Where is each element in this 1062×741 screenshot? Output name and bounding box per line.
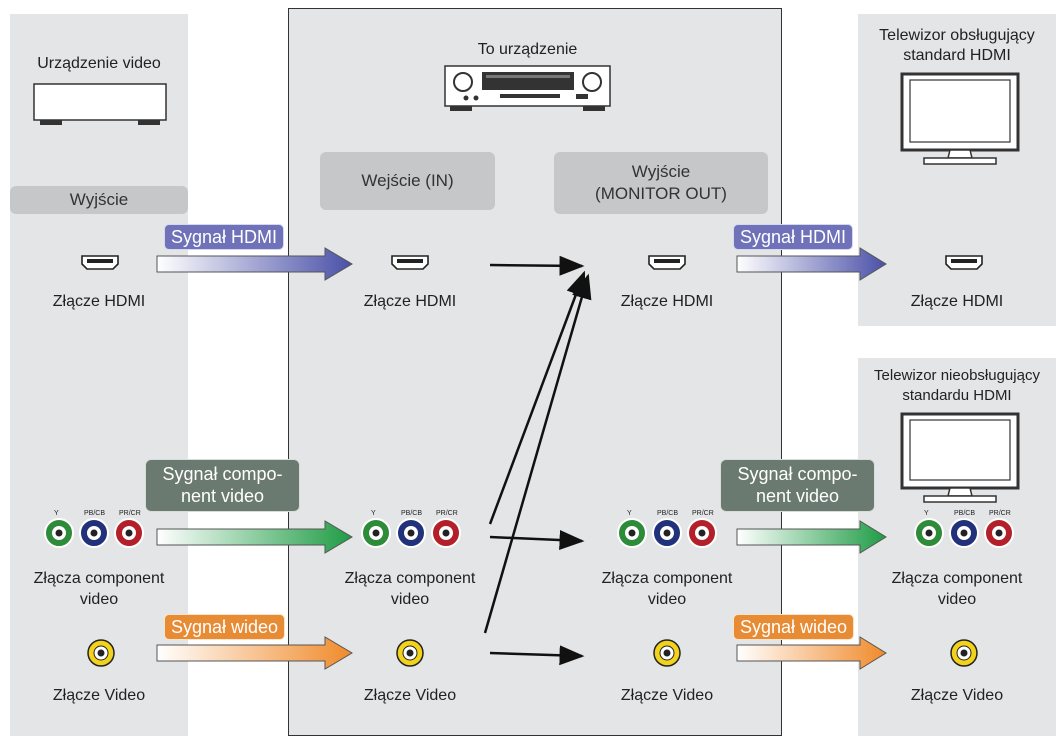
non-hdmi-tv-title-1: Telewizor nieobsługujący xyxy=(874,367,1040,384)
hdmi-arrow-source xyxy=(156,247,353,281)
non-hdmi-tv-icon xyxy=(900,412,1020,503)
receiver-out-video-label: Złącze Video xyxy=(620,687,714,704)
component-signal-line-1: Sygnał compo- xyxy=(737,464,858,484)
receiver-in-component-jacks-icon xyxy=(361,518,461,548)
source-video-label: Złącze Video xyxy=(52,687,146,704)
receiver-input-label: Wejście (IN) xyxy=(361,171,454,190)
receiver-in-component-label-1: Złącza component xyxy=(344,570,476,587)
receiver-in-hdmi-connector-icon xyxy=(391,255,429,270)
video-arrow-output xyxy=(736,636,887,670)
tv-hdmi-label: Złącze HDMI xyxy=(910,293,1004,310)
receiver-out-component-label-1: Złącza component xyxy=(601,570,733,587)
receiver-output-label-1: Wyjście xyxy=(631,162,691,181)
component-signal-box-output: Sygnał compo- nent video xyxy=(720,459,875,512)
source-video-jack-icon xyxy=(87,639,115,667)
hdmi-signal-tag: Sygnał HDMI xyxy=(164,224,285,250)
hdmi-signal-tag-output: Sygnał HDMI xyxy=(733,224,854,250)
route-component-to-out xyxy=(489,530,585,551)
receiver-out-component-jacks-icon xyxy=(617,518,717,548)
jack-label-y: Y xyxy=(627,510,632,517)
tv-video-jack-icon xyxy=(950,639,978,667)
video-signal-tag-output: Sygnał wideo xyxy=(733,614,855,640)
jack-label-pr: PR/CR xyxy=(692,510,714,517)
receiver-in-component-label-2: video xyxy=(390,591,430,608)
jack-label-pb: PB/CB xyxy=(401,510,423,517)
hdmi-tv-title-1: Telewizor obsługujący xyxy=(879,27,1035,44)
source-panel xyxy=(10,14,188,736)
route-hdmi-to-out xyxy=(489,255,585,276)
source-component-label-2: video xyxy=(79,591,119,608)
hdmi-tv-title-2: standard HDMI xyxy=(903,47,1011,64)
receiver-output-label-2: (MONITOR OUT) xyxy=(595,184,727,203)
jack-label-pr: PR/CR xyxy=(119,510,141,517)
route-video-to-out xyxy=(489,645,585,666)
tv-component-label-1: Złącza component xyxy=(891,570,1023,587)
tv-component-label-2: video xyxy=(937,591,977,608)
source-hdmi-connector-icon xyxy=(81,255,119,270)
receiver-in-video-label: Złącze Video xyxy=(363,687,457,704)
video-signal-tag: Sygnał wideo xyxy=(164,614,286,640)
jack-label-pr: PR/CR xyxy=(989,510,1011,517)
source-output-box: Wyjście xyxy=(10,186,188,214)
component-signal-line-2: nent video xyxy=(180,486,265,506)
component-signal-line-1: Sygnał compo- xyxy=(162,464,283,484)
receiver-out-video-jack-icon xyxy=(653,639,681,667)
video-arrow-source xyxy=(156,636,353,670)
receiver-out-hdmi-connector-icon xyxy=(648,255,686,270)
jack-label-y: Y xyxy=(54,510,59,517)
hdmi-arrow-output xyxy=(736,247,887,281)
receiver-in-hdmi-label: Złącze HDMI xyxy=(363,293,457,310)
receiver-icon xyxy=(444,65,611,111)
receiver-title: To urządzenie xyxy=(477,41,578,58)
receiver-panel xyxy=(288,8,782,736)
source-output-label: Wyjście xyxy=(69,190,129,209)
hdmi-tv-icon xyxy=(900,72,1020,165)
source-component-jacks-icon xyxy=(44,518,144,548)
jack-label-pr: PR/CR xyxy=(436,510,458,517)
component-signal-box: Sygnał compo- nent video xyxy=(145,459,300,512)
receiver-output-box: Wyjście (MONITOR OUT) xyxy=(554,152,768,214)
component-signal-line-2: nent video xyxy=(755,486,840,506)
route-video-to-hdmi xyxy=(483,273,592,634)
jack-label-y: Y xyxy=(371,510,376,517)
video-device-icon xyxy=(33,83,167,125)
jack-label-pb: PB/CB xyxy=(657,510,679,517)
component-arrow-output xyxy=(736,520,887,554)
source-component-label-1: Złącza component xyxy=(33,570,165,587)
receiver-in-video-jack-icon xyxy=(396,639,424,667)
jack-label-pb: PB/CB xyxy=(84,510,106,517)
source-hdmi-label: Złącze HDMI xyxy=(52,293,146,310)
tv-component-jacks-icon xyxy=(914,518,1014,548)
jack-label-y: Y xyxy=(924,510,929,517)
receiver-input-box: Wejście (IN) xyxy=(320,152,495,210)
tv-video-label: Złącze Video xyxy=(910,687,1004,704)
component-arrow-source xyxy=(156,520,353,554)
hdmi-tv-panel xyxy=(858,14,1056,326)
route-component-to-hdmi xyxy=(488,270,586,525)
receiver-out-component-label-2: video xyxy=(647,591,687,608)
tv-hdmi-connector-icon xyxy=(945,255,983,270)
receiver-out-hdmi-label: Złącze HDMI xyxy=(620,293,714,310)
jack-label-pb: PB/CB xyxy=(954,510,976,517)
source-device-label: Urządzenie video xyxy=(37,55,161,72)
non-hdmi-tv-title-2: standardu HDMI xyxy=(902,387,1012,404)
